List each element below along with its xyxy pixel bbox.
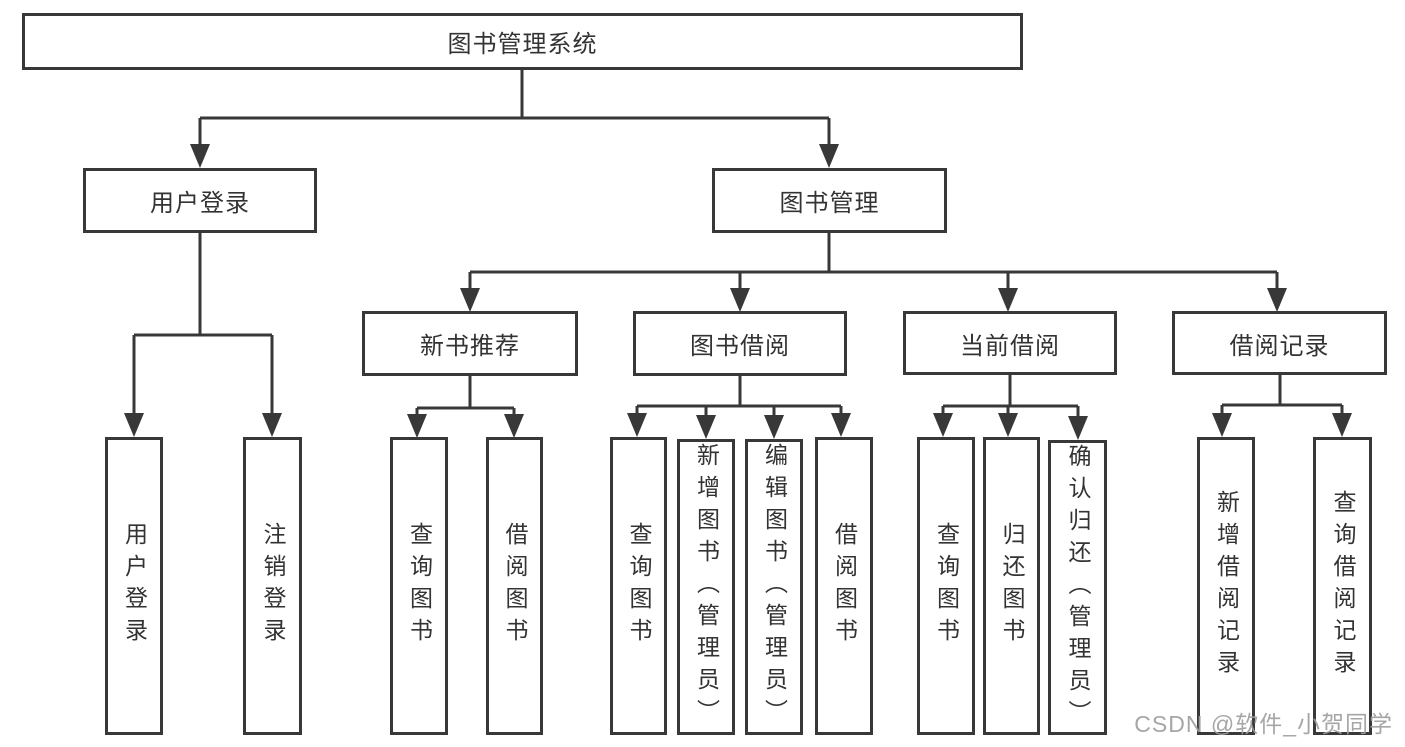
leaf-query-books-recommend-label: 查询图书 [406, 522, 433, 650]
csdn-watermark: CSDN @软件_小贺同学 [1134, 711, 1393, 737]
leaf-confirm-return-admin-label: 确认归还（管理员） [1065, 443, 1091, 732]
leaf-query-books-borrow-label: 查询图书 [626, 522, 652, 650]
leaf-user-login: 用户登录 [105, 437, 163, 735]
leaf-return-books-label: 归还图书 [999, 522, 1025, 650]
leaf-borrow-books: 借阅图书 [815, 437, 873, 735]
node-root-label: 图书管理系统 [447, 31, 598, 58]
node-user-login-label: 用户登录 [150, 190, 250, 217]
leaf-query-borrow-record-label: 查询借阅记录 [1330, 490, 1356, 682]
edge-book-mgmt-children [460, 233, 1287, 312]
leaf-borrow-books-recommend: 借阅图书 [486, 437, 543, 735]
node-current-borrow-label: 当前借阅 [960, 332, 1060, 360]
node-new-book-recommend: 新书推荐 [362, 311, 578, 376]
leaf-add-books-admin-label: 新增图书（管理员） [693, 443, 720, 731]
edge-records-children [1212, 375, 1352, 437]
node-borrow-records-label: 借阅记录 [1229, 332, 1330, 360]
leaf-logout-label: 注销登录 [260, 522, 286, 650]
leaf-borrow-books-label: 借阅图书 [831, 522, 858, 650]
leaf-query-borrow-record: 查询借阅记录 [1313, 437, 1372, 735]
leaf-confirm-return-admin: 确认归还（管理员） [1048, 440, 1107, 735]
leaf-borrow-books-recommend-label: 借阅图书 [502, 522, 528, 650]
leaf-logout: 注销登录 [243, 437, 302, 735]
node-current-borrow: 当前借阅 [903, 311, 1117, 375]
edge-current-borrow-children [933, 375, 1088, 440]
leaf-query-books-current: 查询图书 [917, 437, 975, 735]
leaf-return-books: 归还图书 [983, 437, 1040, 735]
node-book-management-label: 图书管理 [779, 190, 880, 217]
leaf-edit-books-admin-label: 编辑图书（管理员） [761, 443, 788, 731]
leaf-edit-books-admin: 编辑图书（管理员） [745, 439, 803, 735]
leaf-query-books-current-label: 查询图书 [933, 522, 960, 650]
leaf-add-borrow-record: 新增借阅记录 [1197, 437, 1255, 735]
edge-new-book-children [407, 376, 524, 438]
edge-user-login-children [124, 233, 282, 437]
node-user-login: 用户登录 [83, 168, 317, 233]
leaf-add-books-admin: 新增图书（管理员） [677, 439, 735, 735]
node-root: 图书管理系统 [22, 13, 1023, 70]
node-new-book-recommend-label: 新书推荐 [420, 333, 520, 360]
edge-root-to-level2 [190, 70, 839, 168]
leaf-query-books-borrow: 查询图书 [610, 437, 667, 735]
node-book-borrow-label: 图书借阅 [690, 333, 790, 360]
node-book-management: 图书管理 [712, 168, 947, 233]
leaf-query-books-recommend: 查询图书 [390, 437, 448, 735]
leaf-user-login-label: 用户登录 [121, 522, 148, 650]
edge-book-borrow-children [627, 376, 851, 439]
leaf-add-borrow-record-label: 新增借阅记录 [1213, 490, 1240, 682]
node-borrow-records: 借阅记录 [1172, 311, 1387, 375]
node-book-borrow: 图书借阅 [633, 311, 847, 376]
